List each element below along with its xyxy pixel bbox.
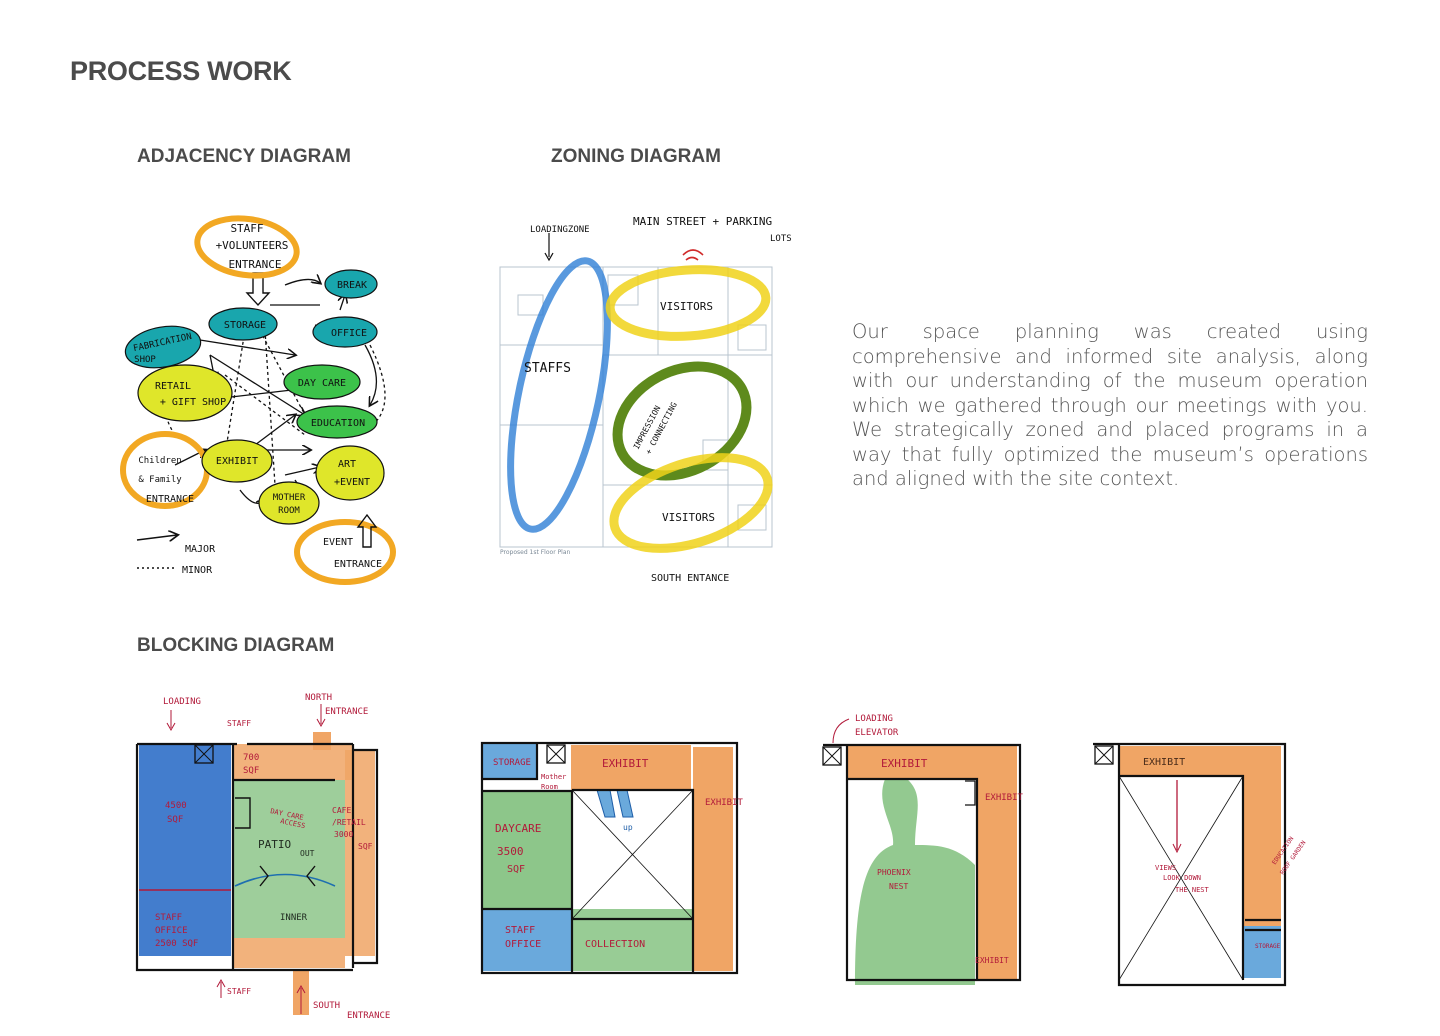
storage-label: STORAGE: [1255, 943, 1281, 950]
mother-room-label-2: Room: [541, 783, 558, 791]
storage-label: STORAGE: [224, 320, 266, 331]
legend-minor-label: MINOR: [182, 565, 213, 576]
daycare-label-1: DAYCARE: [495, 822, 541, 835]
sf-4500-label-1: 4500: [165, 801, 187, 811]
parking-lots-label: LOTS: [770, 234, 792, 244]
staff-office-label-1: STAFF: [505, 925, 535, 936]
exhibit-right-label: EXHIBIT: [985, 793, 1024, 803]
daycare-label-3: SQF: [507, 864, 525, 875]
patio-out-label: OUT: [300, 849, 315, 858]
staff-entrance-label-2: +VOLUNTEERS: [216, 239, 289, 252]
phoenix-label-1: PHOENIX: [877, 868, 911, 877]
daycare-label: DAY CARE: [298, 378, 346, 389]
exhibit-label: EXHIBIT: [216, 456, 258, 467]
blocking-plan-1: LOADING STAFF NORTH ENTRANCE 700 SQF 450…: [125, 688, 425, 1028]
daycare-label-2: 3500: [497, 845, 524, 858]
elevator-label: ELEVATOR: [855, 728, 899, 738]
cafe-label-3: 3000: [334, 830, 353, 839]
views-label-3: THE NEST: [1175, 886, 1210, 894]
north-entrance-label: ENTRANCE: [325, 707, 368, 717]
main-street-label: MAIN STREET + PARKING: [633, 215, 772, 228]
retail-label-1: RETAIL: [155, 381, 191, 392]
event-entrance-label-2: ENTRANCE: [334, 559, 382, 570]
exhibit-label: EXHIBIT: [1143, 757, 1185, 768]
adjacency-diagram: STAFF +VOLUNTEERS ENTRANCE BREAK STORAGE…: [115, 205, 405, 595]
staff-entrance-label-1: STAFF: [230, 222, 263, 235]
loading-label: LOADING: [855, 714, 893, 724]
mother-room-label-2: ROOM: [278, 506, 300, 516]
exhibit-top-label: EXHIBIT: [602, 757, 649, 770]
storage-label: STORAGE: [493, 758, 531, 768]
staff-top-label: STAFF: [227, 719, 251, 728]
sf-700-label-1: 700: [243, 753, 259, 763]
staff-bottom-label: STAFF: [227, 987, 251, 996]
south-entrance-label-2: ENTRANCE: [347, 1011, 390, 1021]
staff-entrance-label-3: ENTRANCE: [229, 258, 282, 271]
adjacency-heading: ADJACENCY DIAGRAM: [137, 146, 351, 168]
patio-label: PATIO: [258, 838, 291, 851]
children-entrance-label-2: & Family: [138, 475, 182, 485]
visitors-top-label: VISITORS: [660, 300, 713, 313]
up-label: up: [623, 823, 633, 832]
exhibit-top-label: EXHIBIT: [881, 757, 928, 770]
loading-zone-label: LOADINGZONE: [530, 225, 590, 235]
mother-room-label-1: MOTHER: [273, 493, 306, 503]
mother-room-label-1: Mother: [541, 773, 566, 781]
page-title: PROCESS WORK: [70, 56, 291, 87]
south-entrance-label: SOUTH ENTANCE: [651, 573, 729, 584]
art-label-1: ART: [338, 459, 356, 470]
views-label-2: LOOK DOWN: [1163, 874, 1201, 882]
blocking-plan-2: STORAGE Mother Room EXHIBIT EXHIBIT up D…: [475, 735, 755, 1035]
children-entrance-label-1: Children: [138, 456, 181, 466]
staff-office-label-2: OFFICE: [155, 926, 188, 936]
inner-label: INNER: [280, 913, 308, 923]
break-label: BREAK: [337, 280, 367, 291]
plan-caption: Proposed 1st Floor Plan: [500, 549, 571, 556]
staffs-label: STAFFS: [524, 361, 571, 376]
cafe-label-4: SQF: [358, 842, 373, 851]
blocking-plan-3: LOADING ELEVATOR EXHIBIT EXHIBIT PHOENIX…: [815, 705, 1025, 1005]
blocking-heading: BLOCKING DIAGRAM: [137, 635, 334, 657]
exhibit-right-label: EXHIBIT: [705, 798, 744, 808]
loading-label: LOADING: [163, 697, 201, 707]
blocking-plan-4: EXHIBIT VIEWS LOOK DOWN THE NEST EDUCATI…: [1085, 730, 1305, 1030]
visitors-bottom-label: VISITORS: [662, 511, 715, 524]
collection-label: COLLECTION: [585, 939, 645, 950]
north-label: NORTH: [305, 693, 332, 703]
cafe-label-2: /RETAIL: [332, 818, 366, 827]
event-entrance-label-1: EVENT: [323, 537, 353, 548]
exhibit-bottom-label: EXHIBIT: [975, 956, 1009, 965]
staff-office-label-3: 2500 SQF: [155, 939, 198, 949]
zoning-diagram: Proposed 1st Floor Plan LOADINGZONE MAIN…: [488, 205, 798, 585]
legend-major-label: MAJOR: [185, 544, 216, 555]
sf-700-label-2: SQF: [243, 766, 259, 776]
zoning-heading: ZONING DIAGRAM: [551, 146, 721, 168]
sf-4500-label-2: SQF: [167, 815, 183, 825]
south-label: SOUTH: [313, 1001, 340, 1011]
views-label-1: VIEWS: [1155, 864, 1176, 872]
cafe-label-1: CAFE: [332, 806, 351, 815]
description-paragraph: Our space planning was created using com…: [852, 320, 1368, 492]
education-label: EDUCATION: [311, 418, 365, 429]
fabrication-label-2: SHOP: [134, 355, 156, 365]
staff-office-label-2: OFFICE: [505, 939, 541, 950]
phoenix-label-2: NEST: [889, 882, 908, 891]
staff-office-label-1: STAFF: [155, 913, 182, 923]
children-entrance-label-3: ENTRANCE: [146, 494, 194, 505]
office-label: OFFICE: [331, 328, 367, 339]
retail-label-2: + GIFT SHOP: [160, 397, 226, 408]
art-label-2: +EVENT: [334, 477, 370, 488]
